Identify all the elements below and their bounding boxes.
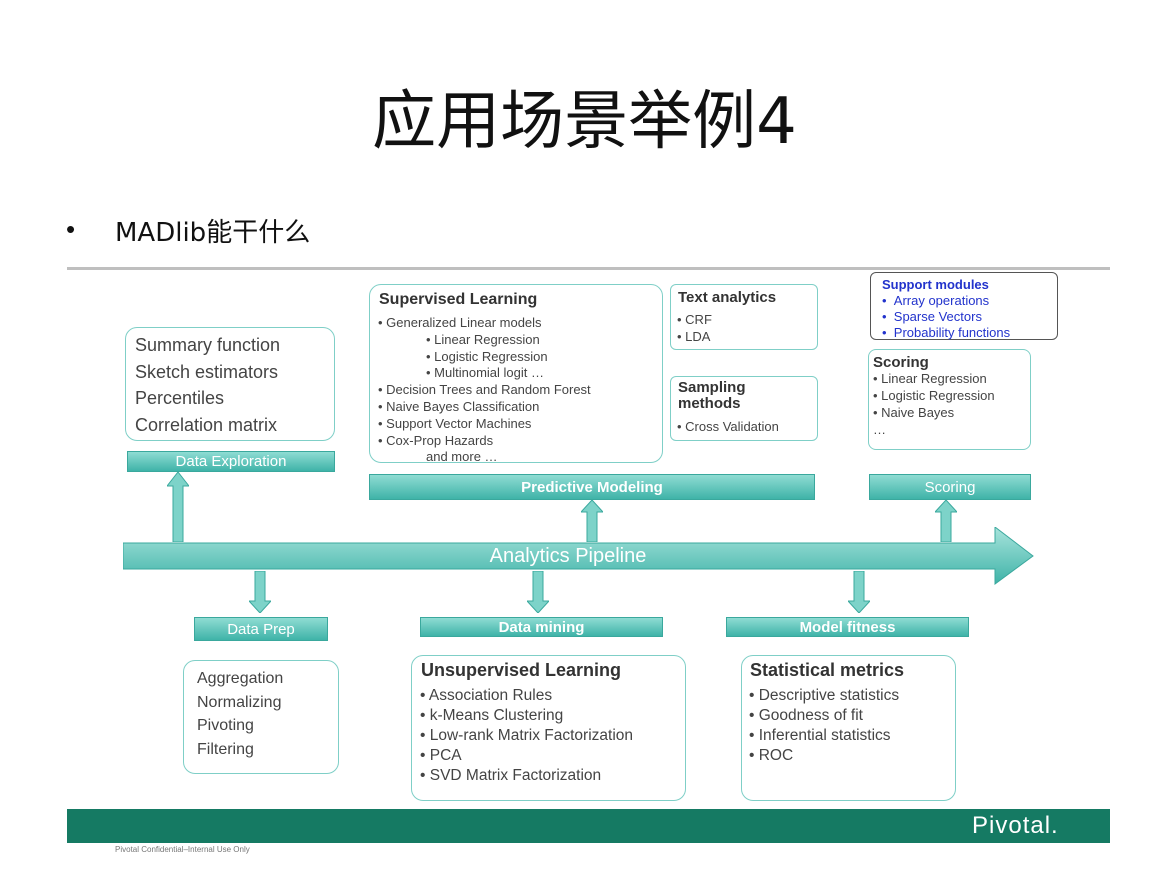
list-item: • Linear Regression <box>873 371 987 386</box>
scoring-heading: Scoring <box>873 354 929 371</box>
list-item-more: and more … <box>426 449 498 465</box>
list-item: • Naive Bayes Classification <box>378 398 540 414</box>
data-prep-box: Aggregation Normalizing Pivoting Filteri… <box>183 660 339 774</box>
scoring-box: Scoring • Linear Regression • Logistic R… <box>868 349 1031 450</box>
text-analytics-heading: Text analytics <box>678 289 777 306</box>
arrow-up-icon <box>935 500 957 542</box>
statistical-metrics-box: Statistical metrics • Descriptive statis… <box>741 655 956 801</box>
list-item: • Low-rank Matrix Factorization <box>420 727 634 744</box>
list-item: Aggregation <box>197 670 284 687</box>
list-item: Correlation matrix <box>135 414 278 435</box>
list-item: • Support Vector Machines <box>378 415 532 431</box>
list-item: • CRF <box>677 312 712 327</box>
list-item: Filtering <box>197 740 254 758</box>
unsupervised-heading: Unsupervised Learning <box>421 660 622 680</box>
sampling-methods-box: Sampling methods • Cross Validation <box>670 376 818 441</box>
list-item: Summary function <box>135 335 281 355</box>
list-item: • Linear Regression <box>426 331 540 347</box>
pipeline-arrow <box>123 527 1034 585</box>
list-item: • Probability functions <box>882 325 1011 340</box>
data-exploration-label: Data Exploration <box>127 451 335 472</box>
confidential-note: Pivotal Confidential–Internal Use Only <box>115 845 250 854</box>
arrow-up-icon <box>167 472 189 542</box>
bullet-marker: • <box>66 214 76 244</box>
list-item: • Generalized Linear models <box>378 315 542 330</box>
scoring-label: Scoring <box>869 474 1031 500</box>
stat-metrics-heading: Statistical metrics <box>750 660 905 680</box>
list-item: • Decision Trees and Random Forest <box>378 382 591 398</box>
list-item: • LDA <box>677 329 711 344</box>
list-item: • Array operations <box>882 293 990 308</box>
footer-bar <box>67 809 1110 843</box>
list-item: Sketch estimators <box>135 361 279 382</box>
list-item: • Naive Bayes <box>873 405 955 420</box>
list-item: • Cox-Prop Hazards <box>378 432 494 448</box>
list-item: • Inferential statistics <box>749 727 891 744</box>
bullet-text: MADlib能干什么 <box>115 218 311 248</box>
list-item: • Association Rules <box>420 687 553 704</box>
list-item: Normalizing <box>197 693 282 711</box>
data-prep-label: Data Prep <box>194 617 328 641</box>
list-item: • SVD Matrix Factorization <box>420 767 602 784</box>
arrow-down-icon <box>249 571 271 613</box>
list-item: Percentiles <box>135 388 225 408</box>
text-analytics-box: Text analytics • CRF • LDA <box>670 284 818 350</box>
list-item: • Logistic Regression <box>426 348 548 364</box>
list-item: • PCA <box>420 747 462 764</box>
list-item: • Cross Validation <box>677 419 779 434</box>
data-exploration-box: Summary function Sketch estimators Perce… <box>125 327 335 441</box>
arrow-down-icon <box>527 571 549 613</box>
list-item-more: … <box>873 422 886 437</box>
list-item: • Descriptive statistics <box>749 687 900 704</box>
sampling-heading: Sampling methods <box>678 379 746 412</box>
arrow-up-icon <box>581 500 603 542</box>
slide-title: 应用场景举例4 <box>372 85 797 159</box>
top-rule <box>67 267 1110 270</box>
support-modules-box: Support modules • Array operations • Spa… <box>870 272 1058 340</box>
support-modules-heading: Support modules <box>882 277 989 292</box>
supervised-heading: Supervised Learning <box>379 291 538 308</box>
list-item: Pivoting <box>197 717 254 734</box>
pivotal-logo: Pivotal. <box>972 812 1059 839</box>
supervised-learning-box: Supervised Learning • Generalized Linear… <box>369 284 663 465</box>
list-item: • Sparse Vectors <box>882 309 982 324</box>
pipeline-label: Analytics Pipeline <box>489 545 647 567</box>
unsupervised-learning-box: Unsupervised Learning • Association Rule… <box>411 655 686 801</box>
model-fitness-label: Model fitness <box>726 617 969 637</box>
list-item: • ROC <box>749 747 794 764</box>
data-mining-label: Data mining <box>420 617 663 637</box>
list-item: • Multinomial logit … <box>426 365 544 381</box>
predictive-modeling-label: Predictive Modeling <box>369 474 815 500</box>
list-item: • Goodness of fit <box>749 707 863 724</box>
list-item: • Logistic Regression <box>873 388 995 403</box>
list-item: • k-Means Clustering <box>420 707 564 724</box>
arrow-down-icon <box>848 571 870 613</box>
